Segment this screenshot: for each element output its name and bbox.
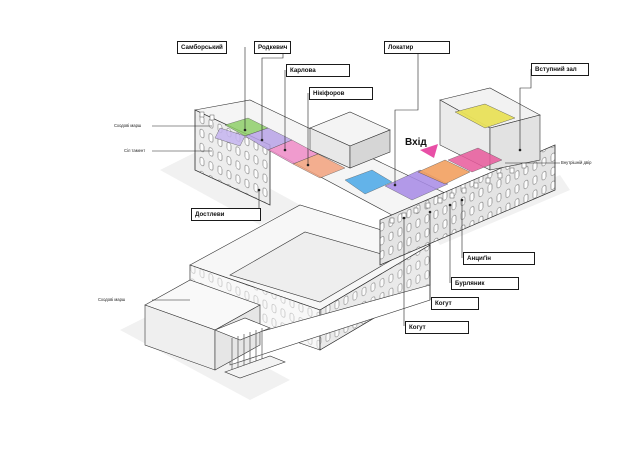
zone-purple-small: [214, 127, 246, 147]
leader-lines: [152, 47, 560, 326]
zone-pink: [447, 147, 503, 173]
label-dostlevy: Достлеви: [191, 208, 261, 221]
label-karlova: Карлова: [286, 64, 350, 77]
room-zones: [214, 103, 516, 201]
label-burianyk: Бурляник: [451, 277, 519, 290]
entrance-label: Вхід: [405, 137, 427, 148]
zone-nikiforov: [292, 153, 346, 179]
zone-yellow: [454, 103, 516, 129]
label-kohut-2: Когут: [405, 321, 469, 334]
zone-blue: [344, 169, 393, 195]
label-nikiforov: Нікіфоров: [309, 87, 373, 100]
entrance-arrow: [420, 144, 438, 158]
leader-dots: [243, 128, 522, 220]
note-skhodovi-2: Сходові марш: [98, 297, 126, 302]
label-antsygin: Анциґін: [463, 252, 535, 265]
note-sil-tsenter: Сіл тамент: [124, 148, 146, 153]
label-lokatyr: Локатир: [384, 41, 450, 54]
label-rodkevych: Родкевич: [254, 41, 292, 54]
zone-orange: [417, 159, 471, 185]
adjacent-building: [309, 111, 391, 169]
west-pavilion: [144, 279, 286, 379]
note-skhodovi-1: Сходові марш: [114, 123, 142, 128]
label-samborsky: Самборський: [177, 41, 227, 54]
label-vstupnyi-zal: Вступний зал: [531, 63, 589, 76]
parapet-teeth: [199, 111, 527, 224]
label-kohut-1: Когут: [431, 297, 479, 310]
note-vnutrishnii-dvir: Внутрішній двір: [561, 160, 592, 165]
